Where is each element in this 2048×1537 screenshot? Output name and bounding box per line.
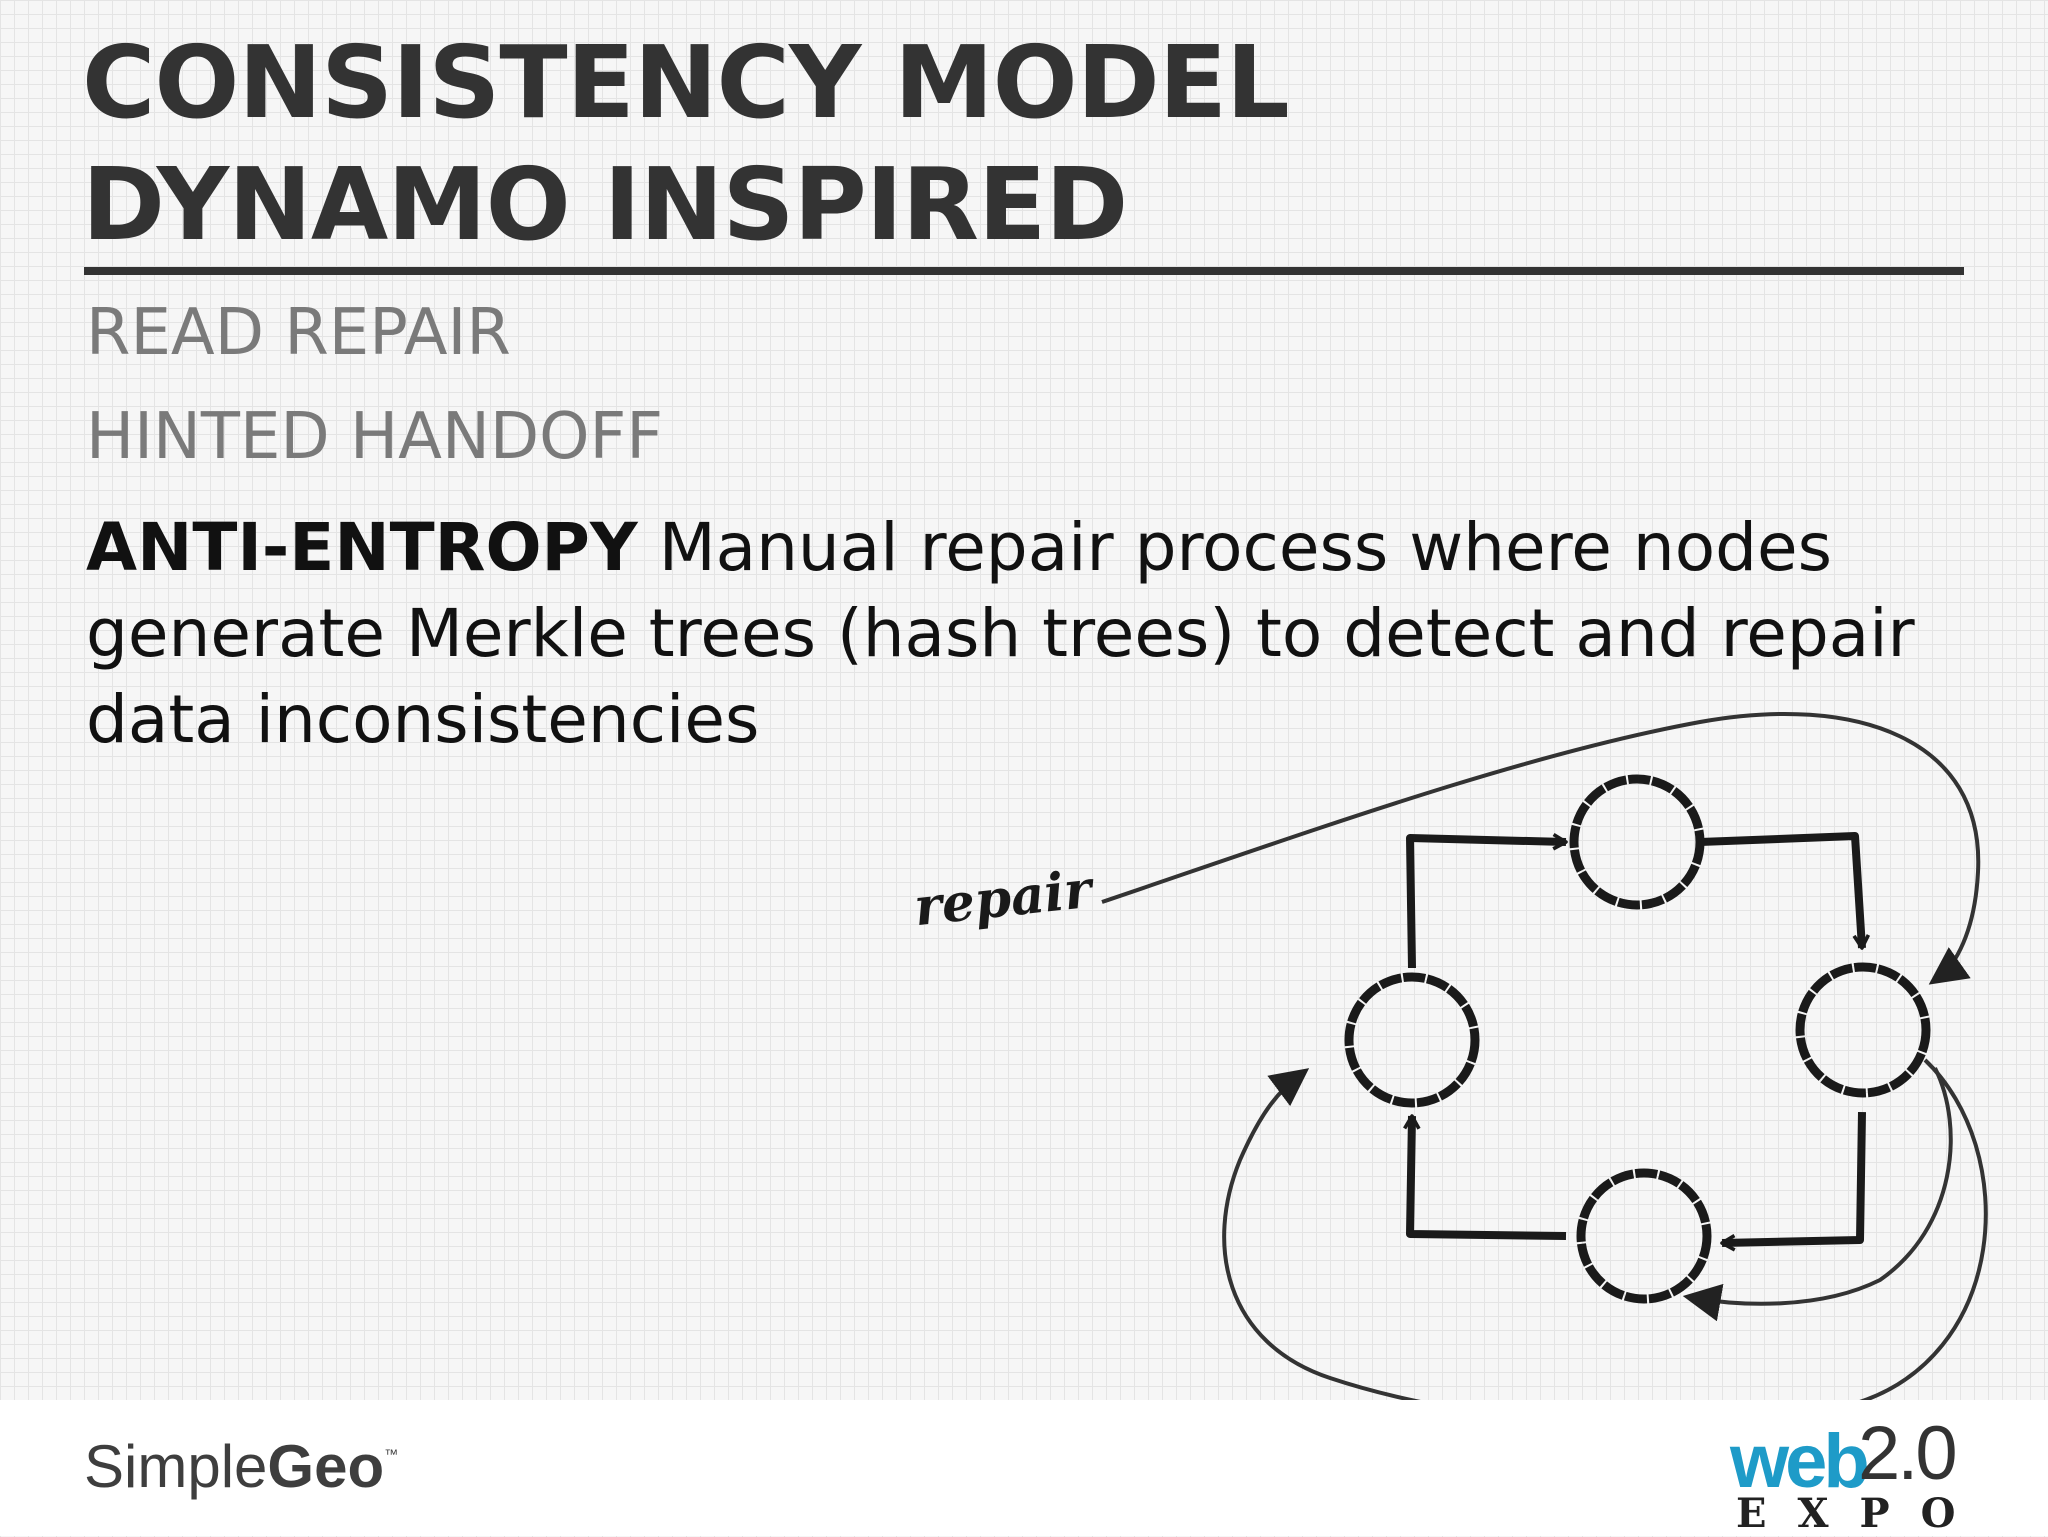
expo-logo-version: 2.0 xyxy=(1858,1411,1958,1496)
ring-edge-left-top xyxy=(1406,832,1568,969)
bullet-hinted-handoff: HINTED HANDOFF xyxy=(86,400,664,474)
node-bottom xyxy=(1576,1168,1712,1304)
title-line-1: CONSISTENCY MODEL xyxy=(82,24,1290,141)
brand-name-light: Simple xyxy=(84,1433,268,1500)
bullet-read-repair: READ REPAIR xyxy=(86,296,511,370)
anti-entropy-description: Manual repair process where nodes genera… xyxy=(86,509,1915,758)
anti-entropy-term: ANTI-ENTROPY xyxy=(86,509,638,586)
repair-line-to-right-node xyxy=(1101,711,1981,985)
ring-edge-bottom-left xyxy=(1403,1114,1567,1240)
web20-expo-logo: web 2.0 EXPO xyxy=(1726,1408,1966,1537)
brand-name-bold: Geo xyxy=(267,1433,385,1500)
simplegeo-logo: SimpleGeo™ xyxy=(84,1432,398,1501)
node-left xyxy=(1344,972,1480,1108)
ring-edge-right-bottom xyxy=(1720,1111,1866,1252)
repair-line-to-bottom-node xyxy=(1682,1067,1953,1322)
ring-edge-top-right xyxy=(1699,832,1871,950)
title-line-2: DYNAMO INSPIRED xyxy=(82,146,1128,263)
expo-logo-word: EXPO xyxy=(1736,1490,1987,1537)
expo-logo-web: web xyxy=(1730,1419,1870,1504)
node-right xyxy=(1795,962,1931,1098)
node-top xyxy=(1569,774,1705,910)
bullet-anti-entropy: ANTI-ENTROPY Manual repair process where… xyxy=(86,505,1946,763)
slide-title: CONSISTENCY MODEL DYNAMO INSPIRED xyxy=(82,22,1290,266)
trademark-mark: ™ xyxy=(384,1446,399,1462)
title-divider xyxy=(84,267,1964,275)
footer-band xyxy=(0,1400,2048,1536)
repair-line-to-left-node xyxy=(1222,1058,1988,1428)
